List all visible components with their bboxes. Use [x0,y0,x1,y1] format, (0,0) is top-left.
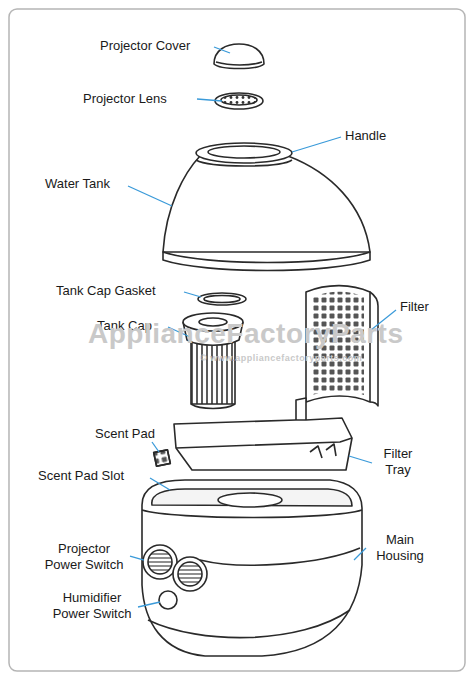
part-label: Water Tank [45,176,110,192]
part-label: Tank Cap Gasket [56,283,156,299]
part-label: Filter [400,299,429,315]
part-label: Scent Pad Slot [38,468,124,484]
part-label: Projector Cover [100,38,190,54]
part-label: Scent Pad [95,426,155,442]
watermark-url: © www.appliancefactoryparts.com [200,352,362,364]
part-label: Handle [345,128,386,144]
part-label: Main Housing [368,532,432,564]
part-label: Filter Tray [374,446,422,478]
watermark: ApplianceFactoryParts [88,318,404,350]
part-label: Projector Power Switch [38,541,130,573]
part-label: Humidifier Power Switch [46,590,138,622]
part-label: Projector Lens [83,91,167,107]
